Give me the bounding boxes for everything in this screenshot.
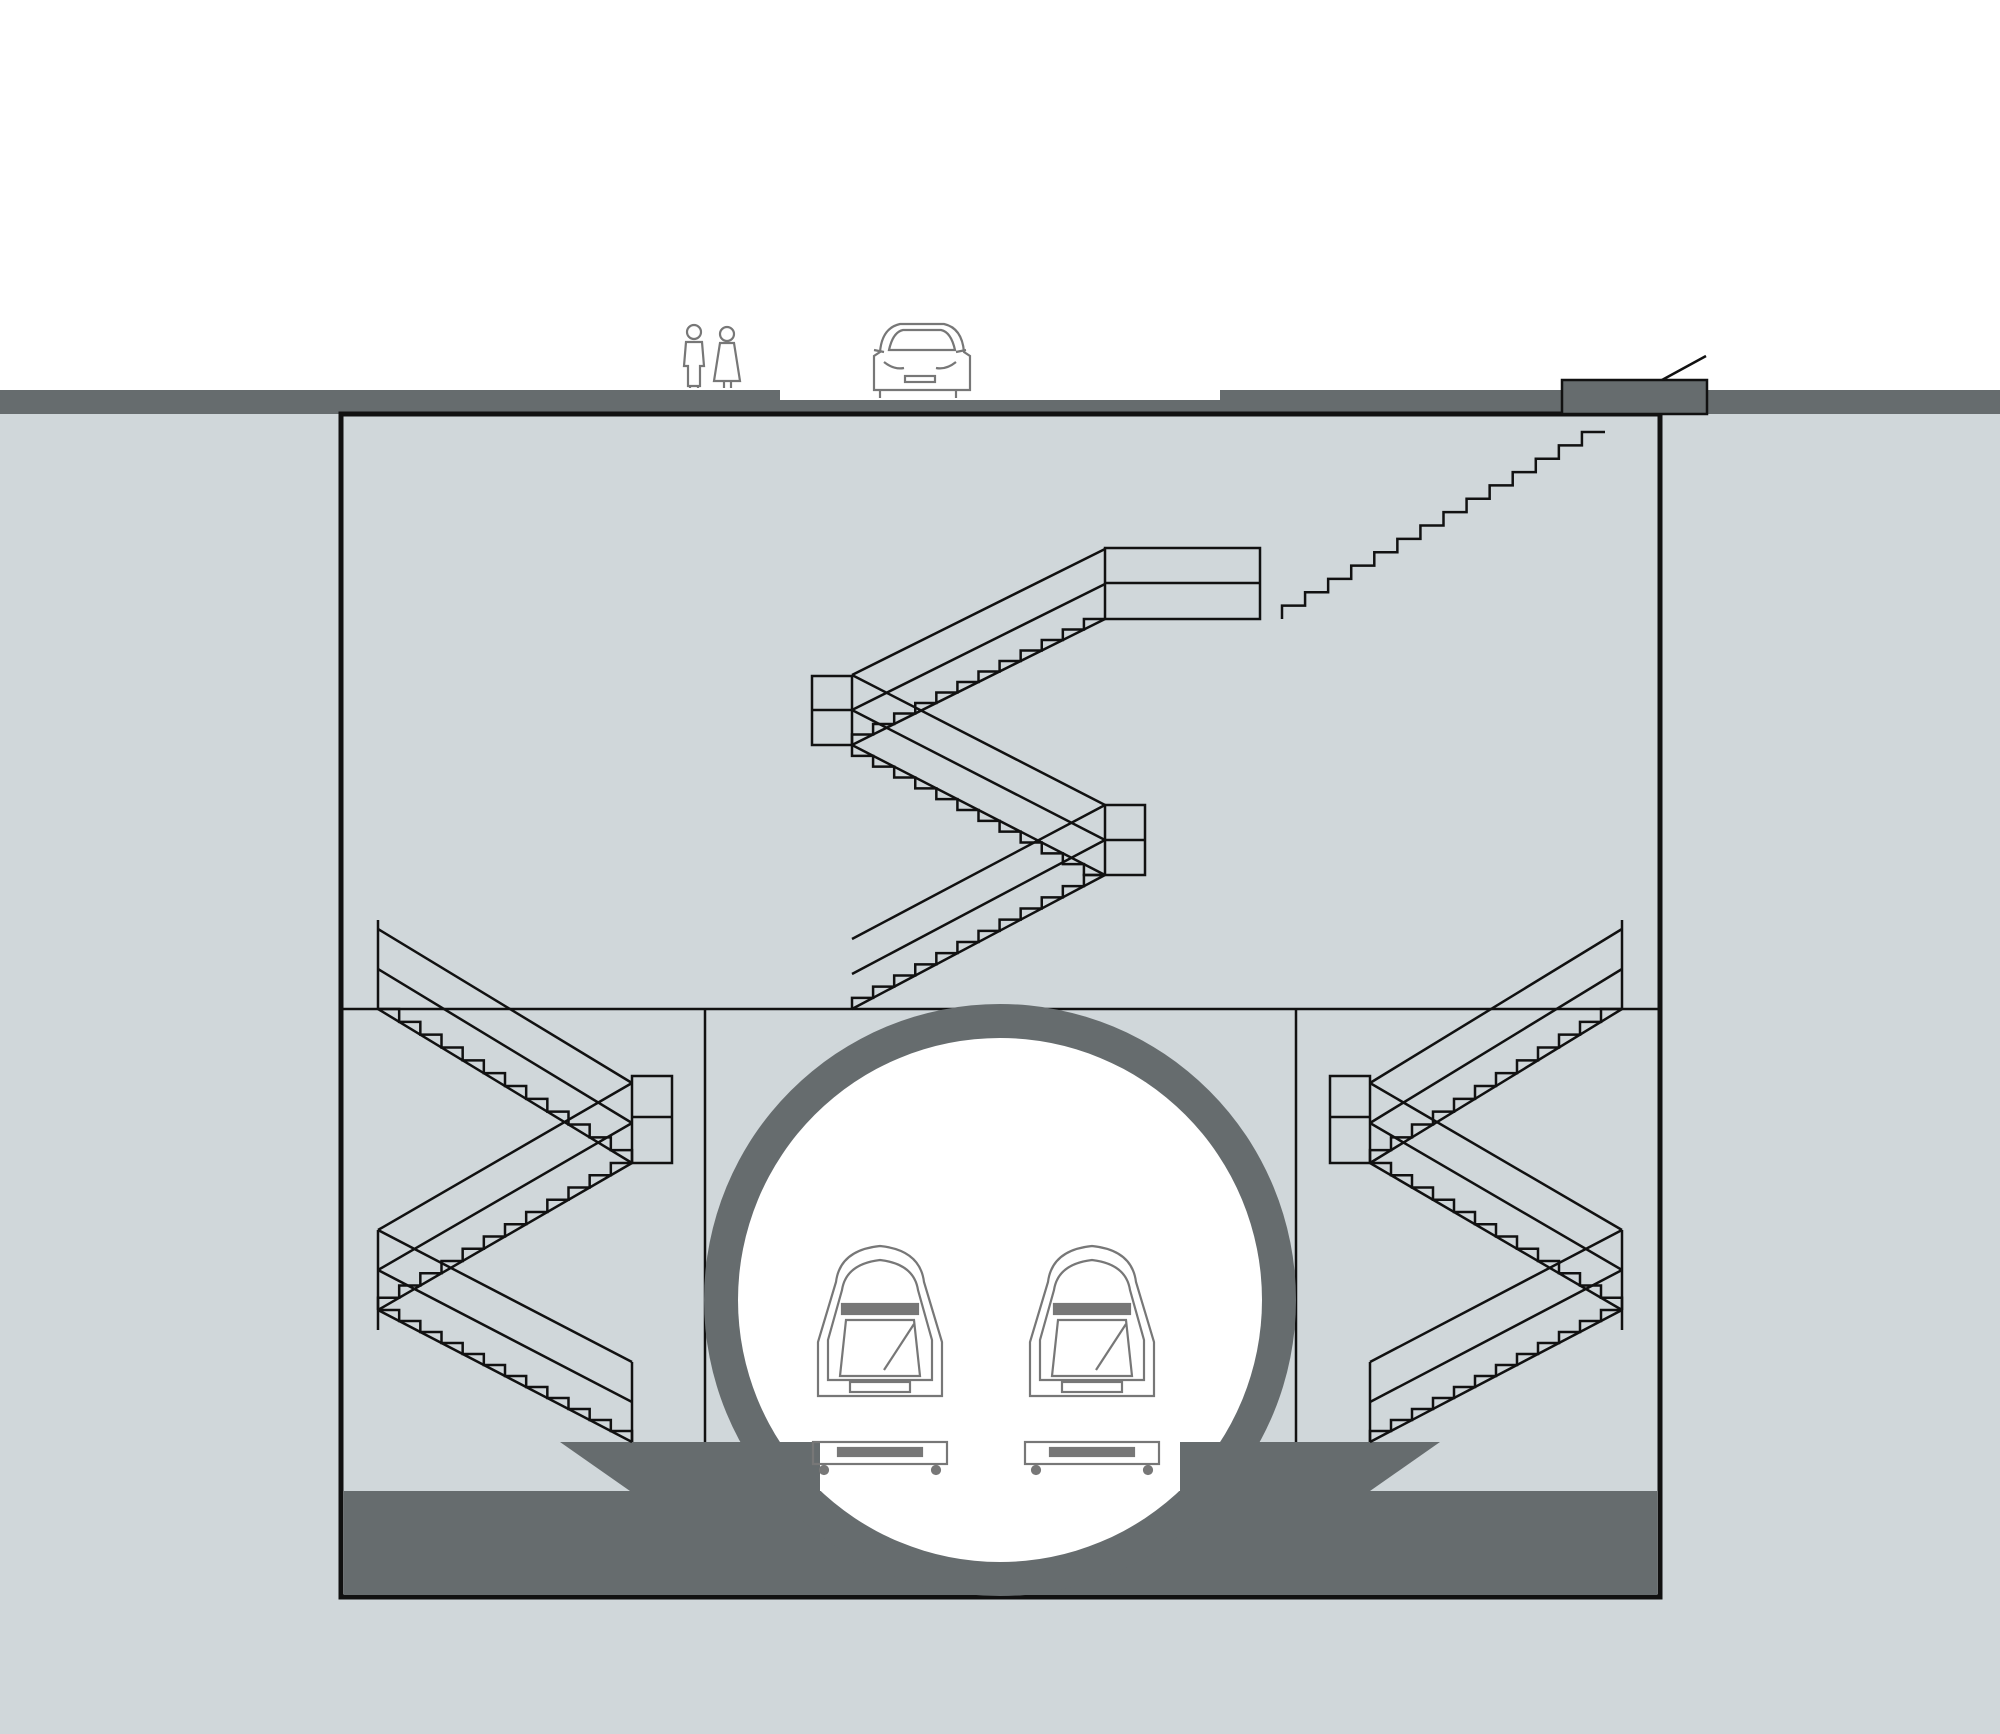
left-flight-1-rail — [377, 927, 633, 1085]
right-stair-flight — [1368, 920, 1624, 1444]
central-flight-3-rail — [851, 803, 1106, 941]
left-flight-1-steps — [378, 1007, 634, 1163]
central-flight-2-steps — [850, 745, 1105, 877]
left-stair-landing — [630, 1074, 674, 1165]
left-flight-2-rail — [377, 1121, 633, 1272]
right-flight-3-steps — [1368, 1308, 1622, 1442]
central-flight-2-rail — [851, 673, 1106, 807]
pedestrians-icon — [682, 323, 742, 388]
right-flight-2-steps — [1370, 1161, 1624, 1310]
entrance-hatch — [1560, 354, 1709, 416]
left-stair-flight — [376, 920, 634, 1444]
tunnel-interior — [738, 1038, 1262, 1562]
central-flight-3-rail — [851, 838, 1106, 976]
car-icon — [872, 322, 972, 398]
road-surface — [780, 390, 1220, 400]
central-flight-1-rail — [851, 582, 1106, 712]
road-recess — [780, 400, 1220, 414]
right-flight-3-rail — [1369, 1268, 1623, 1404]
central-flight-3-steps — [850, 873, 1105, 1009]
central-flight-2-rail — [851, 708, 1106, 842]
left-flight-2-rail — [377, 1081, 633, 1232]
right-flight-1-rail — [1369, 967, 1623, 1125]
train-front-icon — [1023, 1244, 1161, 1476]
central-flight-1-rail — [851, 547, 1106, 677]
station-box-outline — [338, 411, 1663, 1600]
right-flight-2-rail — [1369, 1081, 1623, 1232]
central-flight-1-steps — [850, 617, 1105, 745]
right-stair-landing — [1328, 1074, 1372, 1165]
right-flight-2-rail — [1369, 1121, 1623, 1272]
platform-edge — [705, 1442, 775, 1491]
central-stair-flight — [850, 547, 1106, 1011]
surface-slab — [0, 390, 780, 414]
upper-stair-steps — [1280, 430, 1605, 619]
right-flight-1-steps — [1368, 1007, 1622, 1163]
left-flight-2-steps — [376, 1161, 632, 1310]
left-flight-1-rail — [377, 967, 633, 1125]
sky — [0, 0, 2000, 392]
left-flight-3-rail — [377, 1228, 633, 1364]
left-flight-3-rail — [377, 1268, 633, 1404]
upper-stair-flight — [1280, 430, 1605, 619]
platform-edge — [1225, 1442, 1296, 1491]
left-flight-3-steps — [378, 1308, 634, 1442]
train-front-icon — [811, 1244, 949, 1476]
right-flight-3-rail — [1369, 1228, 1623, 1364]
right-flight-1-rail — [1369, 927, 1623, 1085]
